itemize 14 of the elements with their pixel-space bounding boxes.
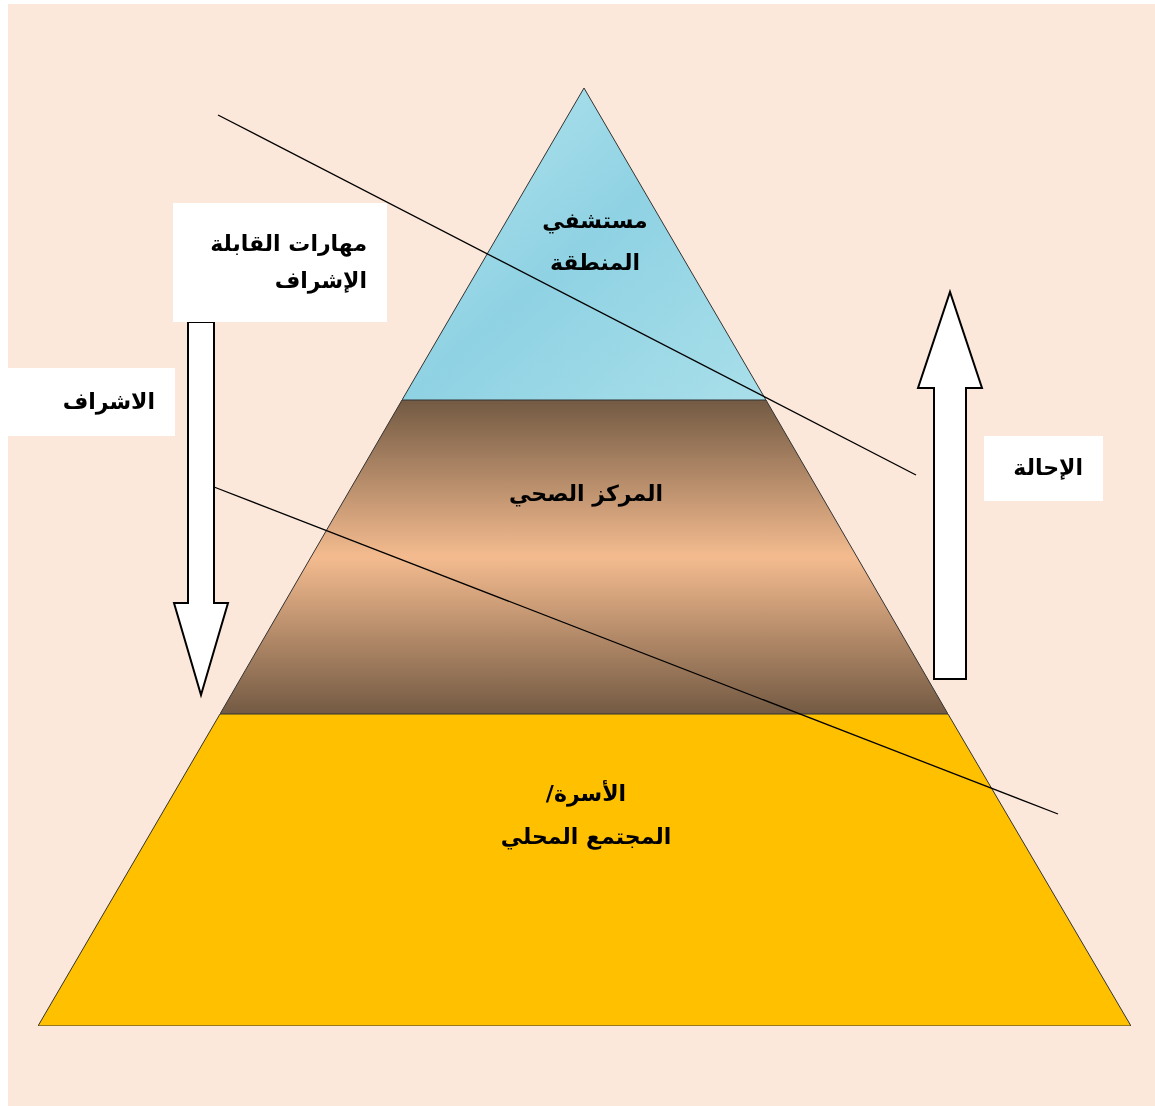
label-box — [8, 368, 175, 436]
tier-label: الأسرة/ — [544, 780, 628, 809]
label-box — [984, 436, 1103, 501]
block-arrow — [916, 288, 984, 680]
box-label: الإشراف — [274, 266, 367, 296]
block-arrow — [172, 321, 230, 699]
box-label: الاشراف — [62, 387, 155, 417]
label-box — [173, 203, 387, 322]
box-label: مهارات القابلة — [210, 229, 367, 259]
pyramid-tier — [38, 714, 1131, 1026]
tier-label: المركز الصحي — [508, 480, 664, 509]
tier-label: مستشفي المنطقة — [541, 207, 649, 277]
tier-label: المجتمع المحلي — [499, 822, 673, 852]
box-label: الإحالة — [1013, 454, 1083, 483]
